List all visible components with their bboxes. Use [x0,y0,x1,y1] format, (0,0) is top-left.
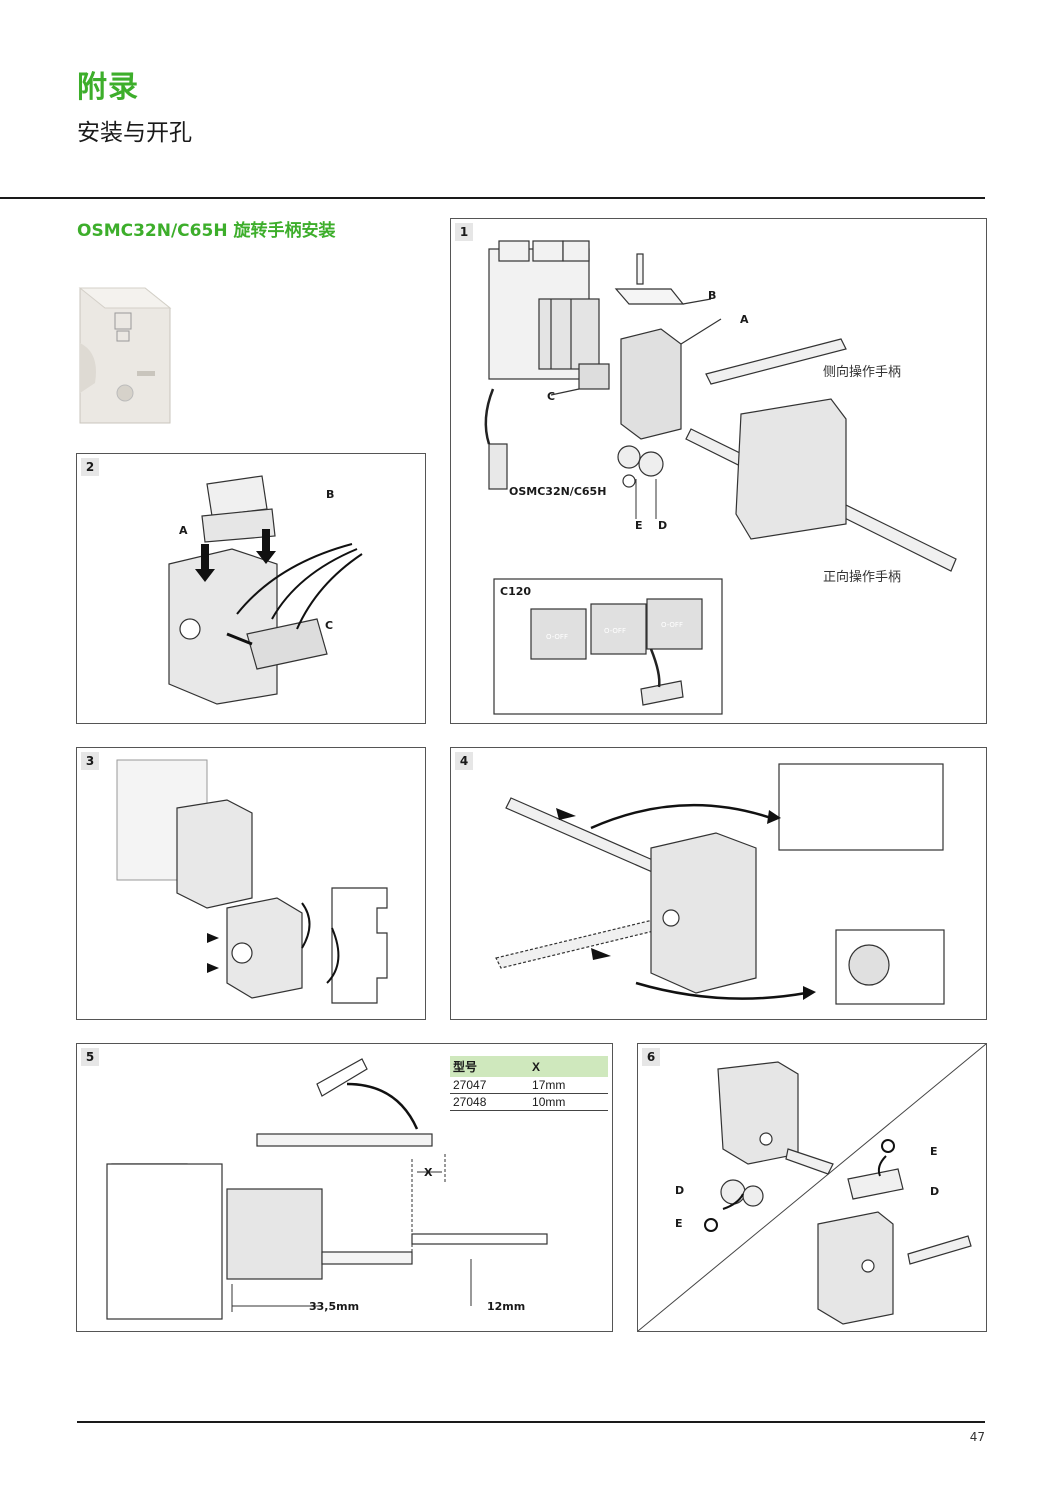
table-cell: 10mm [529,1093,608,1111]
label-e-left: E [675,1217,683,1230]
panel-step-4: 4 [450,747,987,1020]
dim-offset-label: 12mm [487,1300,525,1313]
step-number: 5 [81,1048,99,1066]
step-1-illustration: B A C E D 侧向操作手柄 正向操作手柄 OSMC32N/C65H C12… [484,240,957,715]
label-e-top: E [930,1145,938,1158]
step-3-illustration [116,759,388,1004]
step-2-illustration: A B C [168,475,363,705]
label-c: C [325,619,333,632]
page-number: 47 [969,1430,985,1444]
table-row: 27047 17mm [450,1077,608,1094]
step-6-illustration: E D D E [638,1044,986,1331]
label-d-left: D [675,1184,684,1197]
section-title: OSMC32N/C65H 旋转手柄安装 [77,221,336,241]
label-a: A [179,524,188,537]
chapter-subtitle: 安装与开孔 [77,120,192,146]
dim-length-label: 33,5mm [309,1300,359,1313]
table-cell: 17mm [529,1077,608,1094]
label-d-right: D [930,1185,939,1198]
product-photo [75,283,175,428]
table-cell: 27047 [450,1077,530,1094]
table-header-cell: 型号 [450,1056,530,1077]
table-cell: 27048 [450,1093,530,1111]
step-number: 1 [455,223,473,241]
side-handle-label: 侧向操作手柄 [823,364,901,380]
label-a: A [740,313,749,326]
panel-step-6: 6 E D D E [637,1043,987,1332]
panel-step-3: 3 [76,747,426,1020]
step-number: 4 [455,752,473,770]
label-b: B [326,488,334,501]
switch-text-3: O-OFF [661,621,683,629]
spec-table: 型号 X 27047 17mm 27048 10mm [450,1056,608,1111]
switch-text-2: O-OFF [604,627,626,635]
switch-text-1: O-OFF [546,633,568,641]
front-handle-label: 正向操作手柄 [823,569,901,585]
table-row: 27048 10mm [450,1093,608,1111]
inset-title: C120 [500,585,531,598]
label-b: B [708,289,716,302]
panel-step-1: 1 [450,218,987,724]
table-header-row: 型号 X [450,1056,608,1077]
step-5-illustration: X 33,5mm 12mm [106,1058,548,1320]
step-4-illustration [495,763,945,1005]
dim-x-label: X [424,1166,433,1179]
label-c: C [547,390,555,403]
breaker-model-label: OSMC32N/C65H [509,485,606,498]
step-number: 6 [642,1048,660,1066]
footer-divider [77,1421,985,1423]
label-e: E [635,519,643,532]
header-divider [0,197,985,199]
step-number: 3 [81,752,99,770]
label-d: D [658,519,667,532]
panel-step-2: 2 A B C [76,453,426,724]
table-header-cell: X [529,1056,608,1077]
step-number: 2 [81,458,99,476]
chapter-title: 附录 [77,70,139,105]
